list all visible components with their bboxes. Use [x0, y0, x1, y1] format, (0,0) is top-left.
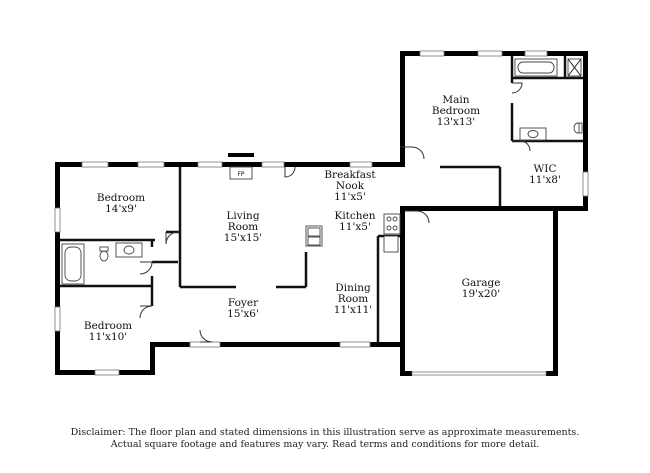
fireplace-label: FP: [237, 171, 244, 178]
main-bedroom-dim: 13'x13': [437, 116, 475, 128]
living-room-name-1: Living: [226, 210, 259, 222]
refrigerator-icon: [383, 235, 399, 253]
living-room-dim: 15'x15': [224, 232, 262, 244]
bedroom-2-name: Bedroom: [84, 320, 132, 332]
garage-dim: 19'x20': [462, 288, 500, 300]
kitchen-name: Kitchen: [334, 210, 375, 222]
foyer-name: Foyer: [228, 297, 259, 309]
disclaimer-line-2: Actual square footage and features may v…: [110, 439, 540, 450]
kitchen-dim: 11'x5': [339, 221, 371, 233]
bedroom-1-dim: 14'x9': [105, 203, 137, 215]
breakfast-nook-name-2: Nook: [336, 180, 365, 192]
windows: [54, 50, 589, 376]
living-room-name-2: Room: [228, 221, 259, 233]
breakfast-nook-name-1: Breakfast: [324, 169, 376, 181]
breakfast-nook-dim: 11'x5': [334, 191, 366, 203]
main-bedroom-name-1: Main: [442, 94, 469, 106]
range-icon: [383, 213, 401, 235]
fixtures: [61, 58, 583, 285]
room-labels: Main Bedroom 13'x13' Bedroom 14'x9' Bedr…: [84, 94, 561, 343]
disclaimer: Disclaimer: The floor plan and stated di…: [0, 427, 650, 451]
dining-room-name-1: Dining: [335, 282, 371, 294]
foyer-dim: 15'x6': [227, 308, 259, 320]
wic-dim: 11'x8': [529, 174, 561, 186]
bedroom-1-name: Bedroom: [97, 192, 145, 204]
dining-room-dim: 11'x11': [334, 304, 372, 316]
bedroom-2-dim: 11'x10': [89, 331, 127, 343]
disclaimer-line-1: Disclaimer: The floor plan and stated di…: [70, 427, 580, 438]
interior-walls: [60, 56, 583, 342]
wic-name: WIC: [534, 163, 557, 175]
garage-name: Garage: [462, 277, 501, 289]
fireplace-icon: [229, 166, 253, 180]
main-bedroom-name-2: Bedroom: [432, 105, 480, 117]
dining-room-name-2: Room: [338, 293, 369, 305]
toilet-icon: [99, 250, 109, 262]
doors: [139, 82, 531, 343]
